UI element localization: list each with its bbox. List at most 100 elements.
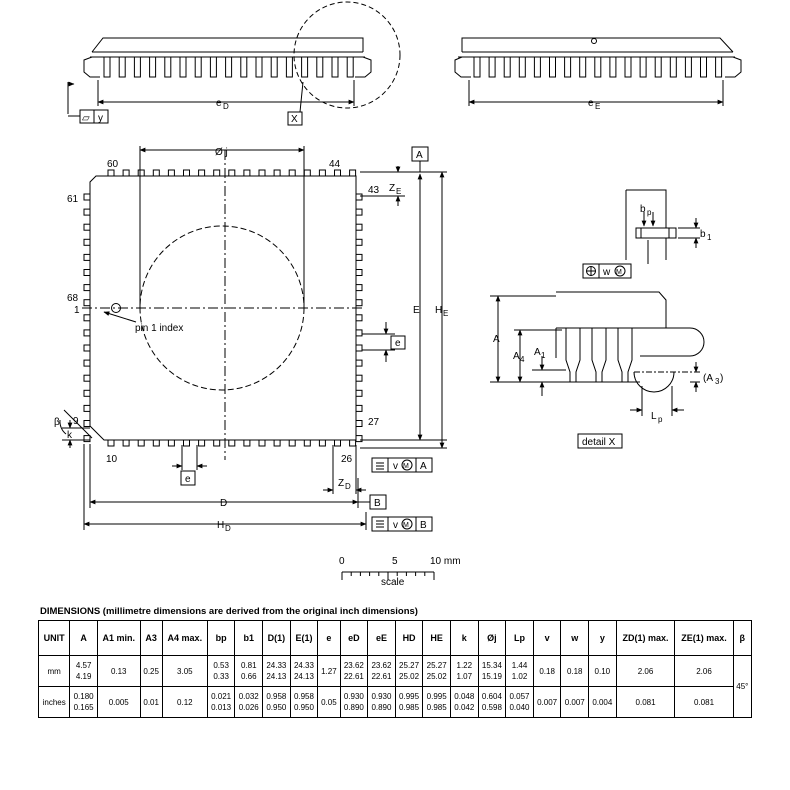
vma-a: A	[420, 461, 427, 472]
cell-A1: 0.13	[96, 655, 141, 687]
label-A3: (A	[703, 373, 713, 384]
pin	[355, 389, 363, 397]
label-phi-j: Ø j	[215, 147, 228, 158]
dim-HD	[83, 444, 433, 532]
position-frame-a	[371, 457, 433, 473]
vmb-b: B	[420, 520, 427, 531]
side-lead	[624, 56, 632, 78]
e-box-right: e	[395, 338, 401, 349]
datum-a	[360, 146, 447, 449]
pin	[122, 439, 130, 447]
pin	[107, 169, 115, 177]
flatness-frame	[67, 81, 109, 124]
side-lead	[225, 56, 233, 78]
pin	[355, 314, 363, 322]
flatness-symbol: ▱	[82, 113, 90, 124]
cell-e: 1.27	[317, 655, 341, 687]
pin	[83, 420, 91, 427]
pin	[258, 439, 266, 447]
col-y: y	[588, 620, 617, 656]
pin	[152, 169, 160, 177]
side-lead	[488, 56, 496, 78]
cell-ZD: 0.081	[615, 686, 676, 718]
cell-v: 0.007	[532, 686, 562, 718]
label-ZD-sub: D	[345, 482, 351, 491]
pin	[273, 169, 281, 177]
label-A1: A	[534, 347, 541, 358]
pin	[137, 169, 145, 177]
pin	[213, 169, 221, 177]
vmb-m: M	[403, 522, 409, 529]
col-Lp: Lp	[505, 620, 534, 656]
side-lead	[533, 56, 541, 78]
cell-ZE: 2.06	[674, 655, 734, 687]
pin	[355, 253, 363, 261]
label-A: A	[493, 334, 500, 345]
dim-eD	[97, 80, 355, 106]
pin	[198, 439, 206, 447]
side-lead	[316, 56, 324, 78]
table-header-row: UNIT A A1 min. A3 A4 max. bp b1 D(1) E(1…	[37, 620, 753, 656]
scale-10: 10 mm	[430, 556, 461, 567]
pin	[83, 238, 91, 246]
side-lead	[209, 56, 217, 78]
col-ZE: ZE(1) max.	[674, 620, 734, 656]
label-b1: b	[700, 229, 706, 240]
col-HE: HE	[422, 620, 451, 656]
lead-cross-section	[582, 189, 700, 279]
wm-m: M	[616, 269, 622, 276]
label-A3-sub: 3	[715, 377, 720, 386]
cell-w: 0.18	[560, 655, 590, 687]
dimensions-title: DIMENSIONS (millimetre dimensions are de…	[40, 606, 418, 617]
pin1-index-label: pin 1 index	[135, 323, 183, 334]
pin-26: 26	[341, 454, 353, 465]
pin	[355, 238, 363, 246]
side-lead	[684, 56, 692, 78]
side-lead	[118, 56, 126, 78]
pin	[355, 299, 363, 307]
pin	[228, 439, 236, 447]
pin	[355, 208, 363, 216]
side-lead	[346, 56, 354, 78]
label-A4: A	[513, 351, 520, 362]
side-lead	[594, 56, 602, 78]
label-A4-sub: 4	[520, 355, 525, 364]
label-HD-sub: D	[225, 524, 231, 533]
label-ZE-sub: E	[396, 187, 401, 196]
side-lead	[503, 56, 511, 78]
pin	[355, 269, 363, 276]
pin	[152, 439, 160, 447]
label-Lp-sub: p	[658, 415, 663, 424]
wm-w: w	[602, 267, 611, 278]
col-b1: b1	[234, 620, 264, 656]
col-A3: A3	[139, 620, 163, 656]
col-unit: UNIT	[37, 620, 71, 656]
pin	[355, 359, 363, 367]
side-lead	[669, 56, 677, 78]
scale-label: scale	[381, 577, 405, 588]
dim-beta-k	[59, 409, 93, 448]
pin	[258, 169, 266, 177]
cell-e: 0.05	[317, 686, 341, 718]
pin	[288, 169, 296, 177]
plan-pins-bottom	[107, 439, 357, 447]
cell-A3: 0.01	[139, 686, 163, 718]
pin	[83, 299, 91, 307]
col-beta: β	[732, 620, 753, 656]
cell-ZE: 0.081	[674, 686, 734, 718]
x-ref-label: X	[291, 114, 298, 125]
label-ZD: Z	[338, 478, 344, 489]
label-HE: H	[435, 305, 442, 316]
cell-ZD: 2.06	[615, 655, 676, 687]
